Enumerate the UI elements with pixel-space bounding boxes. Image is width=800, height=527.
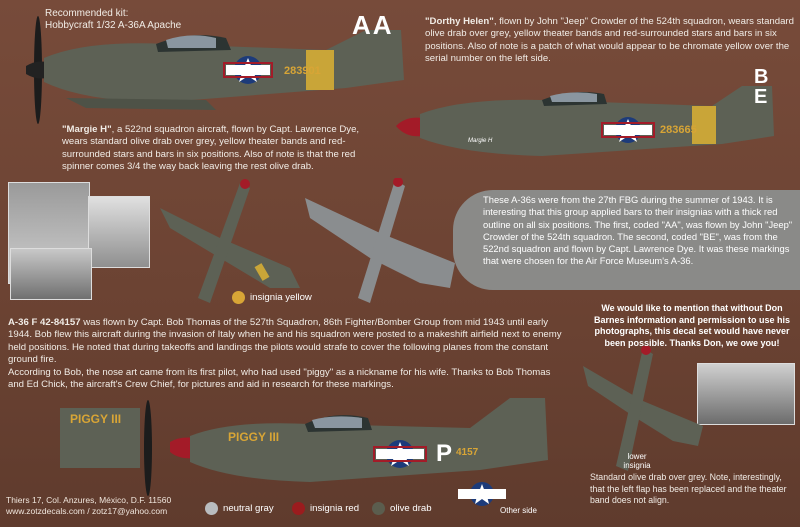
margie-name: "Margie H" bbox=[62, 124, 112, 135]
kit-line2: Hobbycraft 1/32 A-36A Apache bbox=[45, 20, 182, 31]
olive-drab-label: olive drab bbox=[390, 503, 432, 515]
plane-aa-side-view bbox=[26, 16, 404, 124]
plane2-code: BE bbox=[754, 66, 769, 108]
a36-body2: According to Bob, the nose art came from… bbox=[8, 366, 551, 391]
aircraft-photo-2 bbox=[10, 248, 92, 300]
dorthy-helen-description: "Dorthy Helen", flown by John "Jeep" Cro… bbox=[425, 16, 795, 66]
aircraft-photo-1 bbox=[88, 196, 150, 268]
kit-line1: Recommended kit: bbox=[45, 8, 129, 19]
legend-olive-drab: olive drab bbox=[372, 502, 432, 515]
insignia-yellow-swatch bbox=[232, 291, 245, 304]
footer-web[interactable]: www.zotzdecals.com / zotz17@yahoo.com bbox=[6, 506, 168, 516]
margie-h-description: "Margie H", a 522nd squadron aircraft, f… bbox=[62, 124, 372, 174]
history-callout: These A-36s were from the 27th FBG durin… bbox=[453, 190, 800, 290]
top-view-be bbox=[305, 178, 455, 303]
plane3-nose-art: PIGGY III bbox=[228, 430, 280, 444]
plane1-serial: 283901 bbox=[284, 65, 321, 77]
plane3-serial: 4157 bbox=[456, 447, 479, 458]
callout-text: These A-36s were from the 27th FBG durin… bbox=[483, 194, 793, 267]
plane3-code: P bbox=[436, 440, 453, 467]
thanks-note: We would like to mention that without Do… bbox=[593, 303, 791, 348]
dorthy-body: , flown by John "Jeep" Crowder of the 52… bbox=[425, 16, 794, 65]
bottom-view-p bbox=[583, 346, 703, 471]
footer-address: Thiers 17, Col. Anzures, México, D.F. 11… bbox=[6, 495, 172, 505]
plane3-nose-art-large: PIGGY III bbox=[70, 412, 122, 426]
insignia-red-label: insignia red bbox=[310, 503, 360, 515]
plane-p-side-view bbox=[60, 398, 548, 496]
other-side-label: Other side bbox=[500, 506, 537, 515]
insignia-red-swatch bbox=[292, 502, 305, 515]
standard-description: Standard olive drab over grey. Note, int… bbox=[590, 472, 787, 505]
a36-body: was flown by Capt. Bob Thomas of the 527… bbox=[8, 317, 562, 366]
a36-title: A-36 F 42-84157 bbox=[8, 317, 81, 328]
lower-insignia-label: lower insignia bbox=[623, 452, 651, 470]
margie-body: , a 522nd squadron aircraft, flown by Ca… bbox=[62, 124, 360, 173]
legend-insignia-red: insignia red bbox=[292, 502, 359, 515]
footer: Thiers 17, Col. Anzures, México, D.F. 11… bbox=[6, 495, 171, 517]
crew-photo bbox=[697, 363, 795, 425]
neutral-gray-label: neutral gray bbox=[223, 503, 274, 515]
plane2-serial: 283665 bbox=[660, 124, 697, 136]
dorthy-name: "Dorthy Helen" bbox=[425, 16, 494, 27]
recommended-kit: Recommended kit: Hobbycraft 1/32 A-36A A… bbox=[45, 8, 181, 32]
other-side-insignia bbox=[458, 482, 506, 506]
olive-drab-swatch bbox=[372, 502, 385, 515]
top-view-aa bbox=[160, 179, 300, 303]
legend-neutral-gray: neutral gray bbox=[205, 502, 274, 515]
plane1-code: AA bbox=[352, 10, 394, 40]
neutral-gray-swatch bbox=[205, 502, 218, 515]
insignia-yellow-label: insignia yellow bbox=[250, 292, 312, 303]
a36-description: A-36 F 42-84157 was flown by Capt. Bob T… bbox=[8, 317, 568, 391]
plane2-nose-art: Margie H bbox=[468, 138, 493, 144]
plane-be-side-view bbox=[396, 86, 774, 156]
